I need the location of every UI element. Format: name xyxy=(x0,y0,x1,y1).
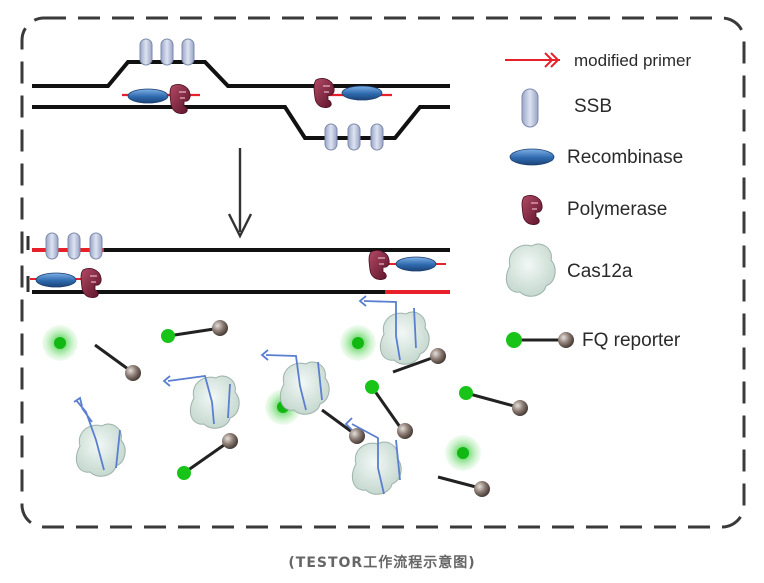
cas12a-icon xyxy=(379,311,430,365)
legend-label-cas12a: Cas12a xyxy=(567,261,633,282)
cleaved-quencher xyxy=(437,475,490,497)
intact-fq-reporter xyxy=(321,408,365,444)
legend-item-fq-reporter: FQ reporter xyxy=(506,330,681,351)
cleaved-quencher xyxy=(94,343,141,381)
cas12a-complex xyxy=(358,295,430,365)
legend-label-fq-reporter: FQ reporter xyxy=(582,330,681,351)
cas12a-complex xyxy=(162,375,240,429)
cas12a-icon xyxy=(351,441,402,495)
dashed-frame xyxy=(20,16,746,529)
cas12a-complex xyxy=(73,396,126,477)
legend-item-polymerase: Polymerase xyxy=(521,194,667,226)
ssb-icon xyxy=(347,123,361,151)
legend-label-ssb: SSB xyxy=(574,96,612,117)
amplicon-duplex xyxy=(26,232,450,299)
top-dna-duplex xyxy=(32,38,450,151)
recombinase-icon xyxy=(509,148,555,166)
polymerase-icon xyxy=(368,249,390,281)
trans-cleavage-region xyxy=(42,295,528,497)
polymerase-icon xyxy=(521,194,543,226)
figure-caption: (TESTOR工作流程示意图) xyxy=(288,555,476,571)
cas12a-complex xyxy=(344,417,402,495)
fq-reporter-icon xyxy=(506,332,574,348)
recombinase-icon xyxy=(127,88,169,104)
polymerase-icon xyxy=(169,83,191,115)
ssb-icon xyxy=(181,38,195,66)
legend-item-ssb: SSB xyxy=(521,88,612,128)
legend-item-modified-primer: modified primer xyxy=(505,51,691,70)
ssb-icon xyxy=(324,123,338,151)
cleaved-fluorophore-icon xyxy=(340,325,376,361)
ssb-icon xyxy=(45,232,59,260)
cas12a-icon xyxy=(505,243,556,297)
cleaved-fluorophore-icon xyxy=(42,325,78,361)
legend-item-cas12a: Cas12a xyxy=(505,243,633,297)
polymerase-icon xyxy=(313,77,335,109)
ssb-icon xyxy=(521,88,539,128)
legend-label-recombinase: Recombinase xyxy=(567,147,683,168)
legend-label-polymerase: Polymerase xyxy=(567,199,667,220)
cas12a-complex xyxy=(260,349,330,415)
ssb-icon xyxy=(370,123,384,151)
legend: modified primer SSB Recombinase Polymera… xyxy=(505,51,691,351)
cleaved-fluorophore-icon xyxy=(445,435,481,471)
intact-fq-reporter xyxy=(177,433,238,480)
ssb-icon xyxy=(67,232,81,260)
ssb-icon xyxy=(139,38,153,66)
intact-fq-reporter xyxy=(392,348,446,374)
intact-fq-reporter xyxy=(161,320,228,343)
recombinase-icon xyxy=(395,256,437,272)
legend-label-modified-primer: modified primer xyxy=(574,51,691,70)
recombinase-icon xyxy=(35,272,77,288)
ssb-icon xyxy=(89,232,103,260)
recombinase-icon xyxy=(341,85,383,101)
down-arrow-icon xyxy=(227,148,253,239)
intact-fq-reporter xyxy=(459,386,528,416)
polymerase-icon xyxy=(80,267,102,299)
ssb-icon xyxy=(160,38,174,66)
cas12a-icon xyxy=(189,375,240,429)
legend-item-recombinase: Recombinase xyxy=(509,147,683,168)
primer-arrow-icon xyxy=(505,52,560,68)
intact-fq-reporter xyxy=(365,380,413,439)
